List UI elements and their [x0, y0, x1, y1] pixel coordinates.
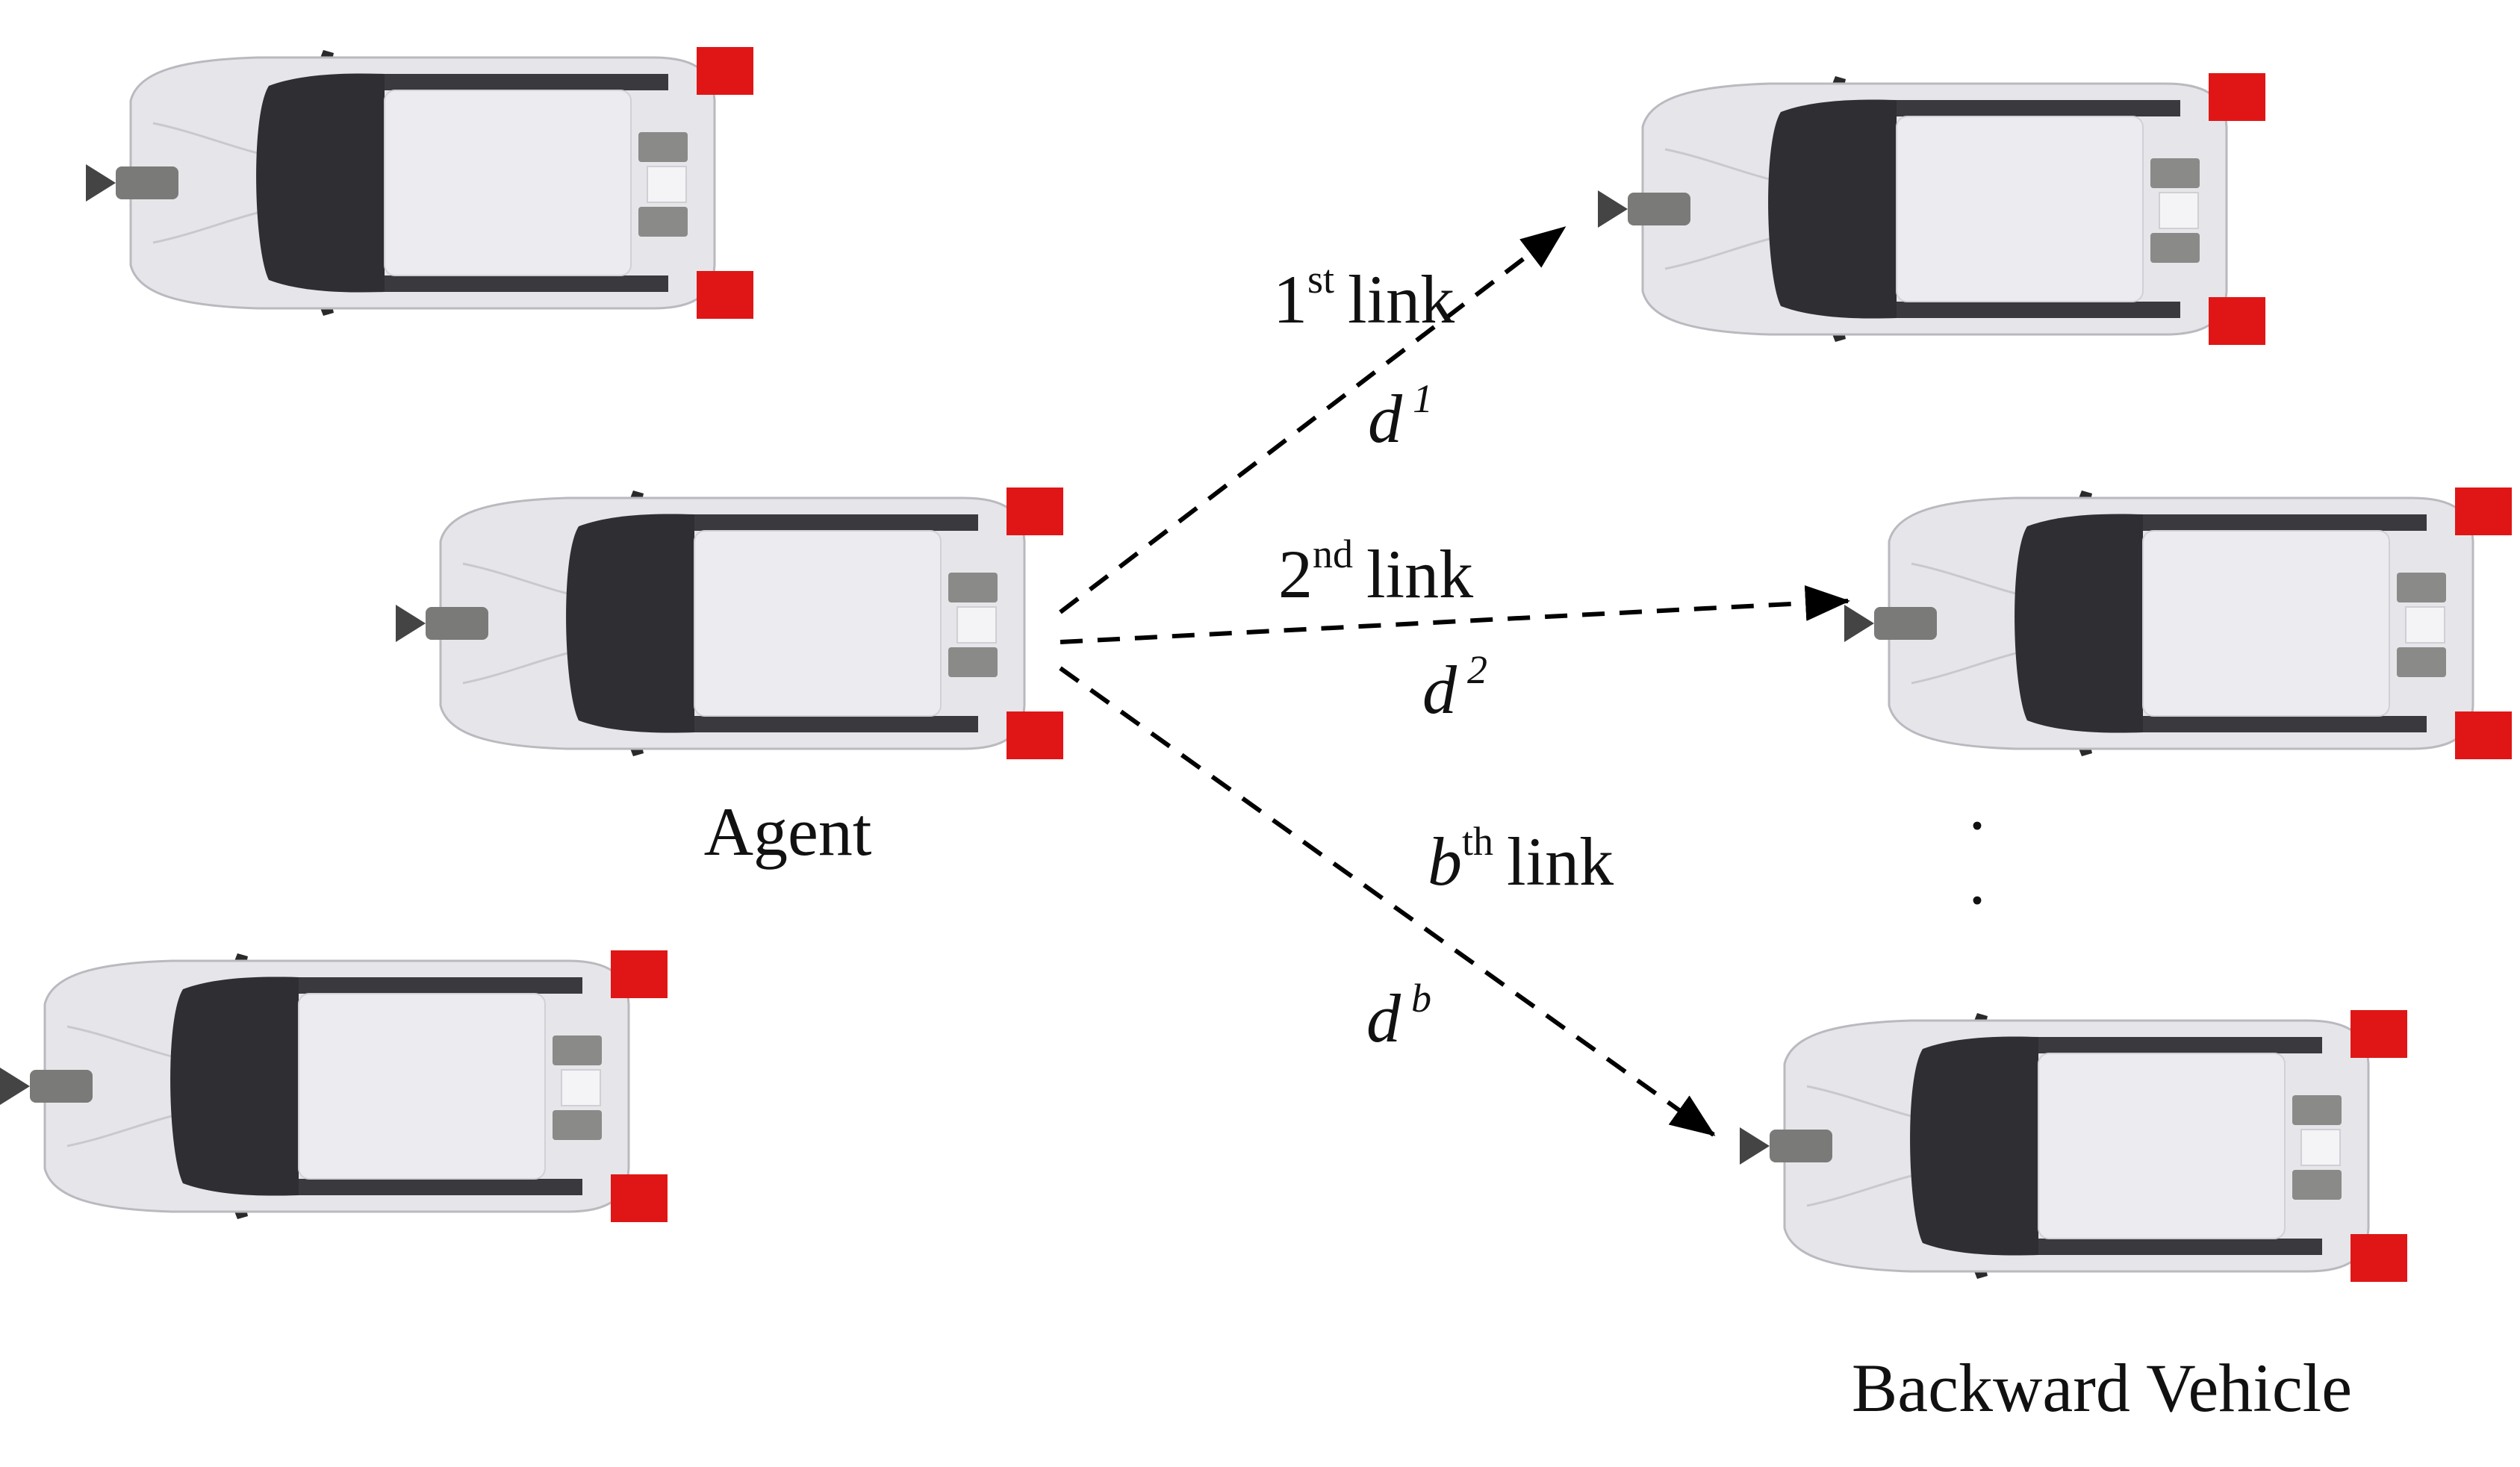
- vehicle-backward-1: [1596, 72, 2267, 346]
- vehicle-bottom-left: [0, 949, 669, 1224]
- backward-vehicle-caption: Backward Vehicle: [1852, 1350, 2352, 1426]
- ellipsis-top-dot: .: [1969, 767, 1986, 844]
- agent-caption: Agent: [704, 794, 872, 870]
- ellipsis-bottom-dot: .: [1969, 842, 1986, 918]
- vehicle-backward-2: [1843, 486, 2513, 761]
- vehicle-agent: [394, 486, 1065, 761]
- vehicle-top-left: [84, 46, 755, 320]
- link-b-arrow: [1059, 666, 1716, 1137]
- link-2-arrow: [1060, 585, 1850, 644]
- link-1-arrow: [1059, 225, 1567, 614]
- vehicle-backward-b: [1738, 1009, 2409, 1283]
